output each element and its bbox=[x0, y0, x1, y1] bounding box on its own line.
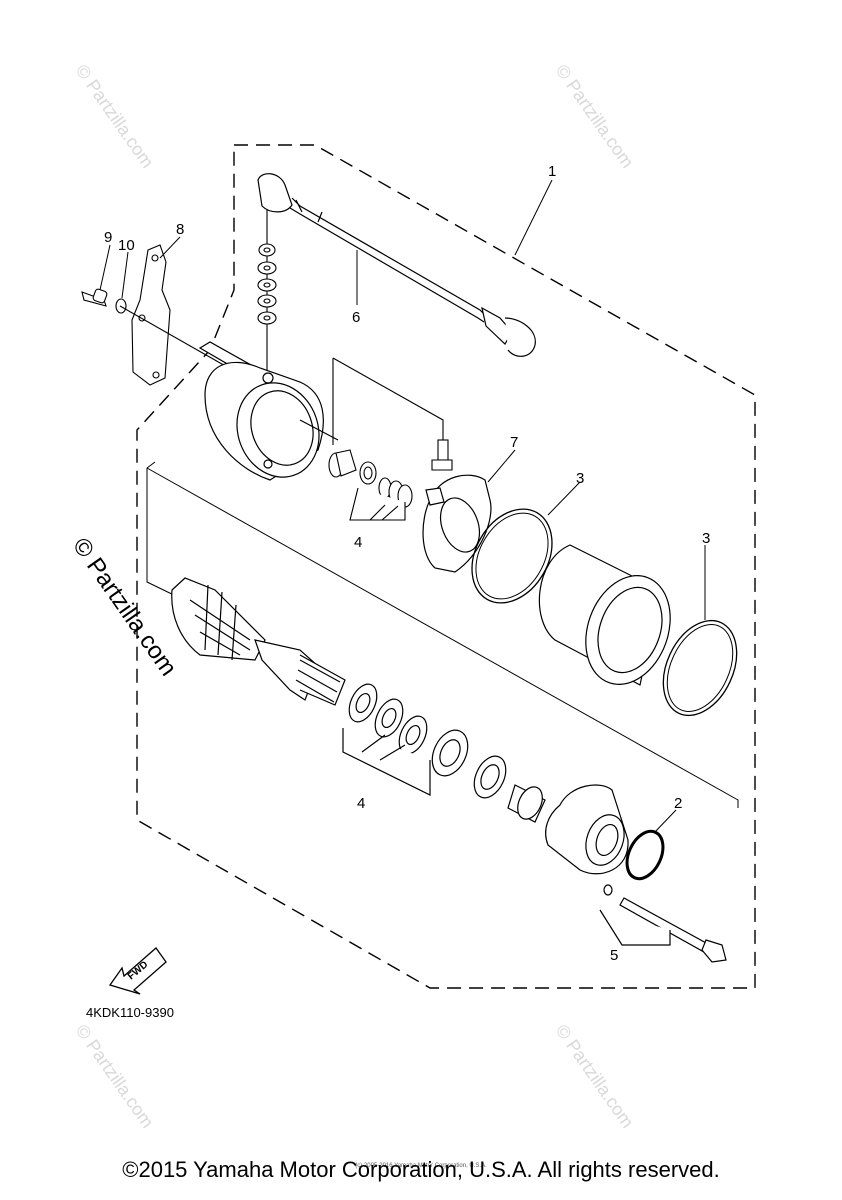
callout-3a: 3 bbox=[576, 470, 584, 487]
washers-lower bbox=[342, 683, 469, 796]
o-ring-3b bbox=[662, 619, 738, 717]
front-cover bbox=[198, 341, 339, 481]
o-ring-3a-inner bbox=[475, 512, 549, 600]
leader-lines bbox=[99, 179, 706, 834]
watermark: © Partzilla.com bbox=[72, 61, 158, 172]
internals-frame bbox=[146, 461, 739, 808]
through-bolt bbox=[599, 884, 727, 963]
callout-1: 1 bbox=[548, 163, 556, 180]
yoke bbox=[538, 544, 671, 686]
brush-plate bbox=[422, 474, 492, 573]
o-ring-2 bbox=[625, 829, 665, 881]
o-ring-3b-inner bbox=[666, 624, 734, 712]
callouts: 1 6 7 3 3 4 4 2 5 9 10 8 bbox=[104, 163, 710, 964]
tiny-copyright: (c) 2005-2016 Yamaha Motor Corporation, … bbox=[355, 1163, 487, 1169]
rear-cover bbox=[545, 784, 629, 875]
o-ring-3a bbox=[471, 508, 553, 604]
brush-parts-upper bbox=[328, 449, 413, 521]
terminal-bolt bbox=[332, 357, 453, 471]
callout-8: 8 bbox=[176, 221, 184, 238]
callout-2: 2 bbox=[674, 795, 682, 812]
callout-4a: 4 bbox=[354, 534, 362, 551]
bearing bbox=[473, 755, 546, 823]
watermark-large: © Partzilla.com bbox=[67, 533, 182, 681]
watermark: © Partzilla.com bbox=[72, 1021, 158, 1132]
callout-5: 5 bbox=[610, 947, 618, 964]
callout-4b: 4 bbox=[357, 795, 365, 812]
callout-9: 9 bbox=[104, 229, 112, 246]
part-code: 4KDK110-9390 bbox=[86, 1005, 174, 1020]
copyright-notice: ©2015 Yamaha Motor Corporation, U.S.A. A… bbox=[122, 1157, 720, 1182]
watermark: © Partzilla.com bbox=[552, 1021, 638, 1132]
callout-6: 6 bbox=[352, 309, 360, 326]
watermark: © Partzilla.com bbox=[552, 61, 638, 172]
nut-washer-stack bbox=[257, 210, 277, 372]
callout-7: 7 bbox=[510, 434, 518, 451]
assembly-boundary bbox=[136, 144, 756, 989]
lead-wire bbox=[257, 173, 536, 357]
fwd-arrow-icon: FWD bbox=[108, 947, 167, 995]
armature bbox=[171, 577, 346, 706]
callout-10: 10 bbox=[118, 237, 135, 254]
bracket-assembly bbox=[81, 244, 251, 386]
callout-3b: 3 bbox=[702, 530, 710, 547]
